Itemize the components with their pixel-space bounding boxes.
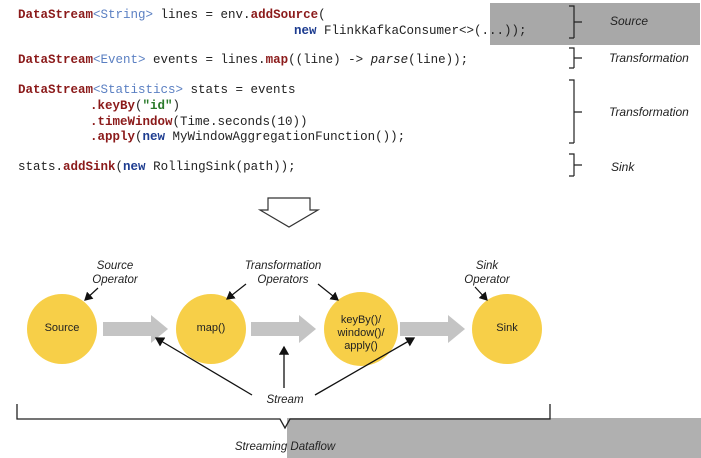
node-sink-label: Sink [496, 322, 518, 334]
brace-label-source: Source [610, 14, 649, 28]
node-keyby-label: keyBy()/ window()/ apply() [326, 314, 396, 353]
node-keyby [324, 292, 398, 366]
caption-sink-operator-2: Operator [464, 274, 510, 286]
pointer-source-operator [84, 287, 99, 301]
node-keyby-line-1: keyBy()/ [340, 314, 382, 326]
brace-source [569, 5, 582, 39]
brace-label-sink: Sink [611, 160, 635, 174]
caption-stream: Stream [266, 394, 304, 406]
gray-overlay-bottom-right [287, 418, 701, 458]
flow-arrow-2 [251, 315, 316, 343]
caption-transformation-operators-1: Transformation [244, 260, 322, 272]
stream-arrow-right [314, 337, 416, 396]
caption-transformation-operators-2: Operators [257, 274, 309, 286]
brace-sink [569, 153, 582, 177]
code-line-1: DataStream<String> lines = env.addSource… [18, 8, 326, 22]
hollow-down-arrow [257, 197, 321, 228]
brace-label-transformation-1: Transformation [609, 51, 689, 65]
pointer-sink-operator [474, 286, 488, 301]
code-line-7: .apply(new MyWindowAggregationFunction()… [90, 130, 406, 144]
code-line-4: DataStream<Statistics> stats = events [18, 83, 296, 97]
caption-transformation-operators: Transformation Operators [228, 259, 338, 287]
caption-source-operator: Source Operator [80, 259, 150, 287]
caption-sink-operator-1: Sink [475, 260, 499, 272]
node-keyby-line-2: window()/ [337, 327, 385, 339]
node-map-label: map() [196, 322, 226, 334]
node-source-label: Source [44, 322, 80, 334]
stream-arrow-left [154, 337, 253, 396]
caption-streaming-dataflow: Streaming Dataflow [234, 441, 336, 453]
node-sink [472, 294, 542, 364]
pointer-transform-map [226, 283, 247, 300]
dataflow-bracket [16, 404, 551, 430]
code-line-8: stats.addSink(new RollingSink(path)); [18, 160, 296, 174]
code-line-6: .timeWindow(Time.seconds(10)) [90, 115, 308, 129]
flow-arrow-3 [400, 315, 465, 343]
code-line-3: DataStream<Event> events = lines.map((li… [18, 53, 469, 67]
node-map [176, 294, 246, 364]
caption-source-operator-2: Operator [92, 274, 138, 286]
node-keyby-line-3: apply() [344, 340, 378, 352]
brace-transformation-1 [569, 47, 582, 69]
caption-sink-operator: Sink Operator [452, 259, 522, 287]
caption-source-operator-1: Source [96, 260, 134, 272]
code-line-5: .keyBy("id") [90, 99, 181, 113]
gray-overlay-top-right [490, 3, 700, 45]
node-source [27, 294, 97, 364]
code-line-2: new FlinkKafkaConsumer<>(...)); [294, 24, 527, 38]
brace-transformation-2 [569, 79, 582, 144]
brace-label-transformation-2: Transformation [609, 105, 689, 119]
flow-arrow-1 [103, 315, 168, 343]
pointer-transform-keyby [317, 283, 339, 301]
